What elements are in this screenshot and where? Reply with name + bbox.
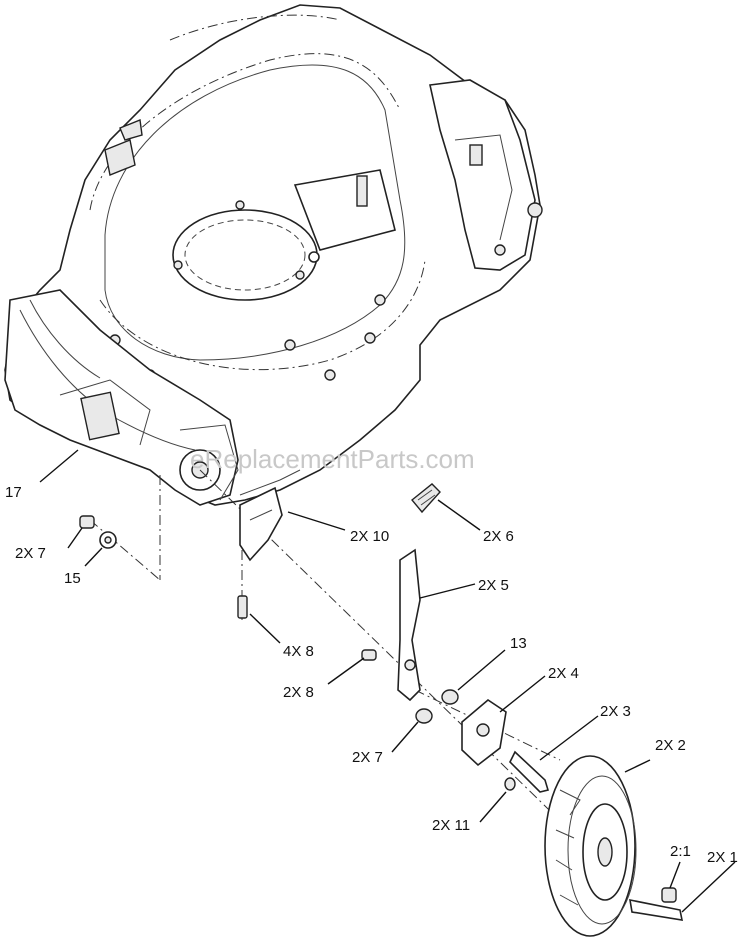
shoulder-bolt-2x1 (629, 898, 684, 921)
callout-2x4: 2X 4 (548, 665, 579, 682)
bolt-2x8 (361, 649, 377, 661)
callout-2x10: 2X 10 (350, 528, 389, 545)
callout-2x8: 2X 8 (283, 684, 314, 701)
callout-2x7-left: 2X 7 (15, 545, 46, 562)
bushing-2-1 (661, 887, 677, 903)
callout-15: 15 (64, 570, 81, 587)
washer-2x11 (504, 777, 516, 791)
nut-2x7-right (415, 708, 433, 724)
callout-2x5: 2X 5 (478, 577, 509, 594)
adjuster-plate-2x10 (239, 486, 283, 562)
lever-arm-2x5 (397, 548, 421, 702)
mower-deck (4, 4, 543, 506)
leader-lines (39, 449, 736, 913)
knob-2x6 (411, 483, 441, 514)
callout-2x1: 2X 1 (707, 849, 738, 866)
callout-4x8: 4X 8 (283, 643, 314, 660)
wheel-2x2 (544, 755, 637, 937)
callout-13: 13 (510, 635, 527, 652)
callout-2x3: 2X 3 (600, 703, 631, 720)
callout-2x7-right: 2X 7 (352, 749, 383, 766)
washer-15 (99, 531, 117, 549)
pivot-bracket-2x4 (461, 699, 507, 767)
callout-2-1: 2:1 (670, 843, 691, 860)
screw-4x8 (237, 595, 248, 619)
watermark-text: eReplacementParts.com (190, 444, 475, 474)
callout-labels: 17 2X 7 15 2X 10 2X 6 2X 5 4X 8 13 2X 8 … (5, 484, 738, 866)
callout-2x2: 2X 2 (655, 737, 686, 754)
bushing-13 (441, 689, 459, 705)
parts (79, 483, 684, 937)
callout-2x6: 2X 6 (483, 528, 514, 545)
nut-2x7-left (79, 515, 95, 529)
callout-2x11: 2X 11 (432, 817, 470, 834)
axle-bolt-2x3 (509, 750, 550, 793)
callout-17: 17 (5, 484, 22, 501)
